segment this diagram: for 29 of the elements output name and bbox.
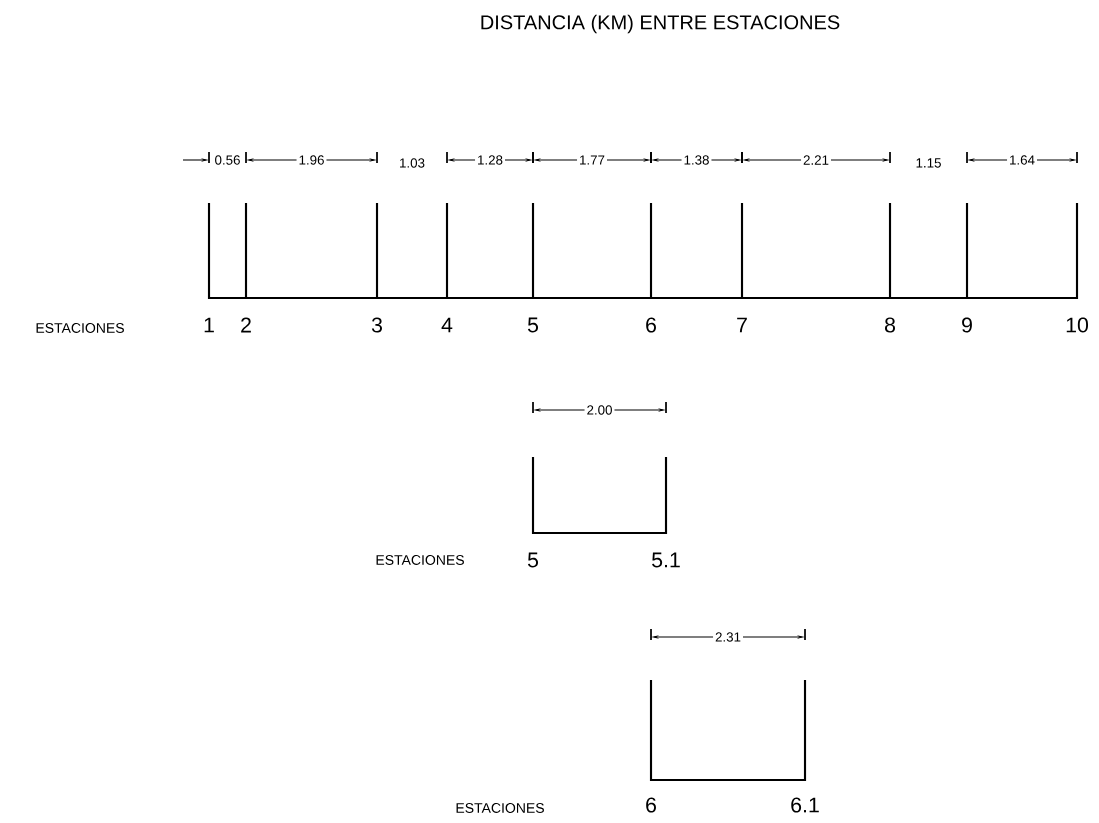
station-number: 7	[737, 317, 747, 333]
dimension-text: 1.64	[1007, 153, 1037, 167]
dimension-text: 1.96	[296, 153, 327, 167]
station-number: 8	[885, 317, 895, 333]
dimension-text: 0.56	[215, 155, 240, 165]
station-number: 10	[1066, 317, 1088, 333]
station-number: 4	[441, 317, 453, 333]
station-number: 2	[241, 317, 251, 333]
station-number: 5	[527, 552, 539, 568]
dimension-text: 1.38	[681, 153, 712, 167]
station-number: 5	[527, 317, 539, 333]
dimension-text: 1.15	[916, 158, 941, 168]
row-label: ESTACIONES	[36, 323, 124, 333]
station-number: 1	[204, 317, 214, 333]
dimension-text: 2.00	[584, 403, 615, 417]
title: DISTANCIA (KM) ENTRE ESTACIONES	[481, 14, 840, 34]
station-number: 6	[646, 317, 656, 333]
station-number: 6.1	[791, 797, 819, 813]
station-number: 6	[646, 797, 656, 813]
station-number: 5.1	[652, 552, 680, 568]
dimension-text: 2.31	[713, 630, 743, 644]
row-label: ESTACIONES	[456, 803, 544, 813]
dimension-text: 1.77	[577, 153, 607, 167]
station-number: 3	[371, 317, 382, 333]
row-label: ESTACIONES	[376, 555, 464, 565]
dimension-text: 1.03	[400, 158, 425, 168]
station-number: 9	[962, 317, 972, 333]
dimension-text: 2.21	[801, 153, 831, 167]
dimension-text: 1.28	[475, 153, 505, 167]
